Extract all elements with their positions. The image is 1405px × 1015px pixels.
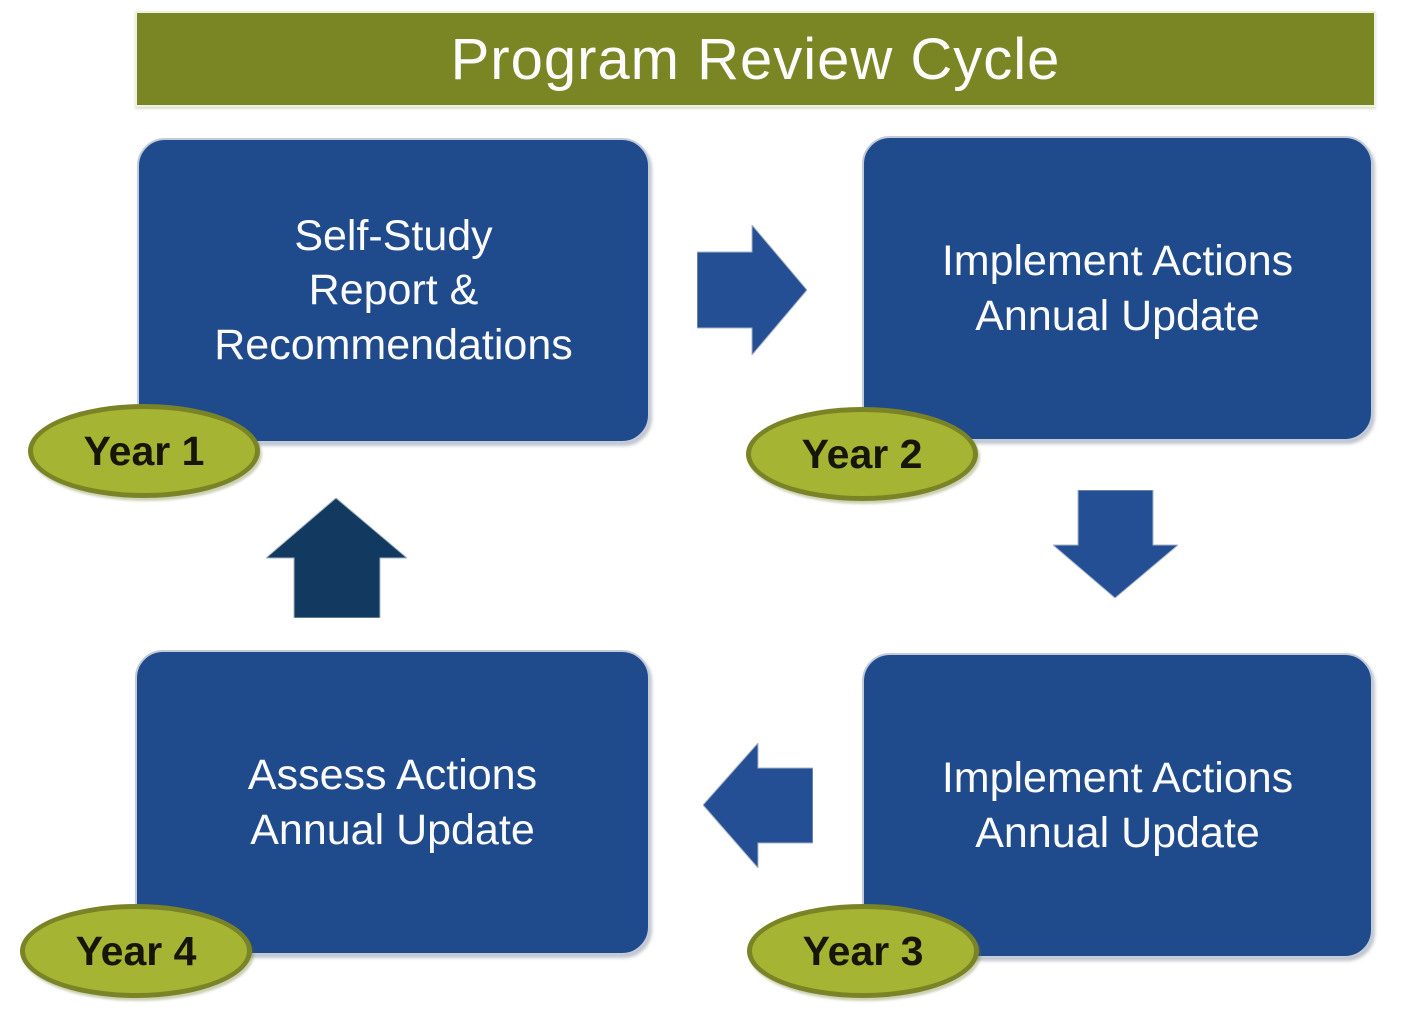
year-badge-label: Year 3 — [802, 927, 924, 974]
up-arrow-icon — [266, 498, 407, 618]
left-arrow-icon — [703, 743, 813, 868]
stage-text-line: Annual Update — [975, 808, 1260, 857]
stage-text-line: Recommendations — [214, 320, 573, 369]
year-badge-4: Year 4 — [20, 904, 252, 998]
up-arrow-shape — [266, 498, 407, 618]
stage-text-line: Implement Actions — [941, 236, 1294, 285]
stage-box-self-study: Self-Study Report & Recommendations — [137, 138, 650, 443]
year-badge-1: Year 1 — [28, 404, 260, 498]
down-arrow-shape — [1053, 490, 1178, 598]
year-badge-3: Year 3 — [747, 904, 979, 998]
stage-text-line: Self-Study — [294, 211, 493, 260]
stage-box-assess-actions: Assess Actions Annual Update — [135, 650, 650, 955]
year-badge-label: Year 1 — [83, 427, 205, 474]
stage-box-implement-actions-year3: Implement Actions Annual Update — [862, 653, 1373, 958]
year-badge-2: Year 2 — [746, 407, 978, 501]
stage-text-line: Report & — [308, 266, 479, 315]
stage-text-line: Assess Actions — [247, 750, 538, 799]
stage-text-line: Annual Update — [975, 291, 1260, 340]
left-arrow-shape — [703, 743, 813, 868]
title-bar: Program Review Cycle — [135, 11, 1376, 107]
right-arrow-shape — [697, 225, 807, 355]
right-arrow-icon — [697, 225, 807, 355]
year-badge-label: Year 4 — [75, 927, 197, 974]
stage-text-line: Implement Actions — [941, 753, 1294, 802]
page-title: Program Review Cycle — [450, 26, 1061, 92]
stage-text-line: Annual Update — [250, 805, 535, 854]
stage-box-implement-actions-year2: Implement Actions Annual Update — [862, 136, 1373, 441]
year-badge-label: Year 2 — [801, 430, 923, 477]
down-arrow-icon — [1053, 490, 1178, 598]
